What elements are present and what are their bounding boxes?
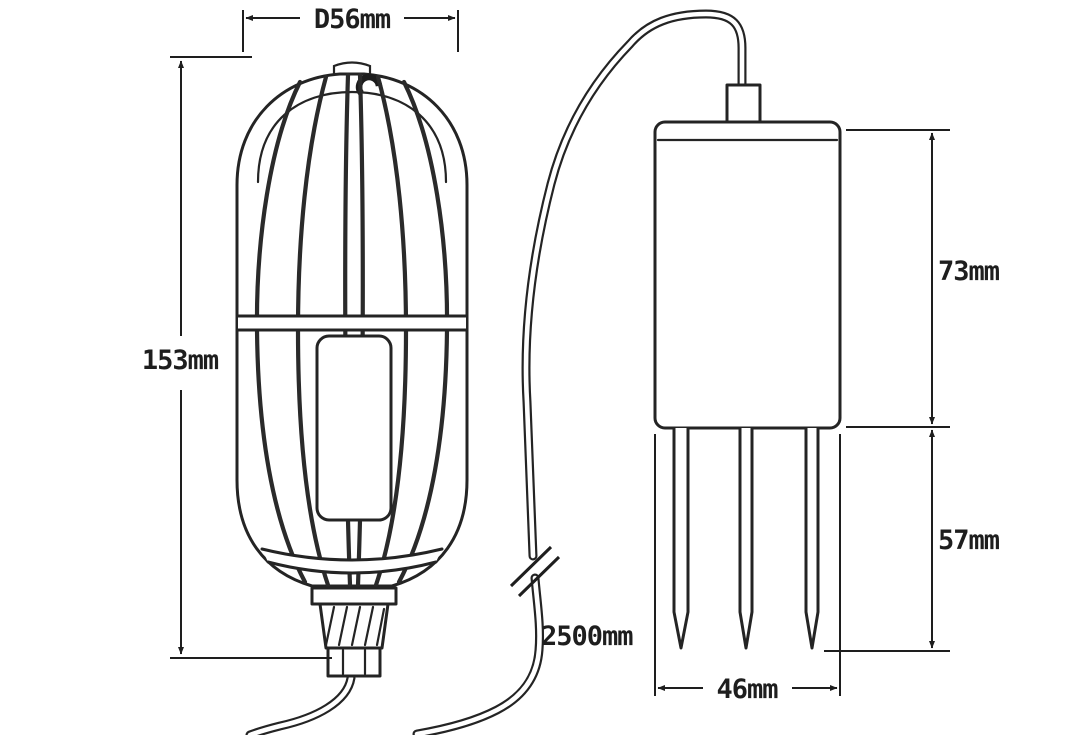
dimension-cable-length: 2500mm xyxy=(541,621,634,652)
cage-middle-band xyxy=(236,314,468,332)
ground-spikes xyxy=(672,428,820,650)
cage-bottom-ring xyxy=(260,547,444,575)
height-label: 153mm xyxy=(142,345,219,376)
dimension-height: 153mm xyxy=(142,56,332,659)
cable-gland xyxy=(310,586,398,678)
spike-length-label: 57mm xyxy=(938,525,1000,556)
cable-length-label: 2500mm xyxy=(541,621,633,652)
dimension-body-width: 46mm xyxy=(654,434,841,705)
sensor-spike-unit xyxy=(653,83,842,650)
power-cable xyxy=(245,9,747,735)
lamp-assembly xyxy=(235,61,469,678)
lamp-plate xyxy=(315,334,393,522)
diameter-label: D56mm xyxy=(314,4,391,35)
dimension-spike-length: 57mm xyxy=(824,429,1001,652)
body-width-label: 46mm xyxy=(716,674,778,705)
dimension-diameter: D56mm xyxy=(242,4,459,52)
unit-plug xyxy=(725,83,762,129)
dimension-body-height: 73mm xyxy=(846,129,1001,428)
unit-body xyxy=(653,120,842,430)
cable-break-icon xyxy=(509,545,561,598)
body-height-label: 73mm xyxy=(938,256,1000,287)
